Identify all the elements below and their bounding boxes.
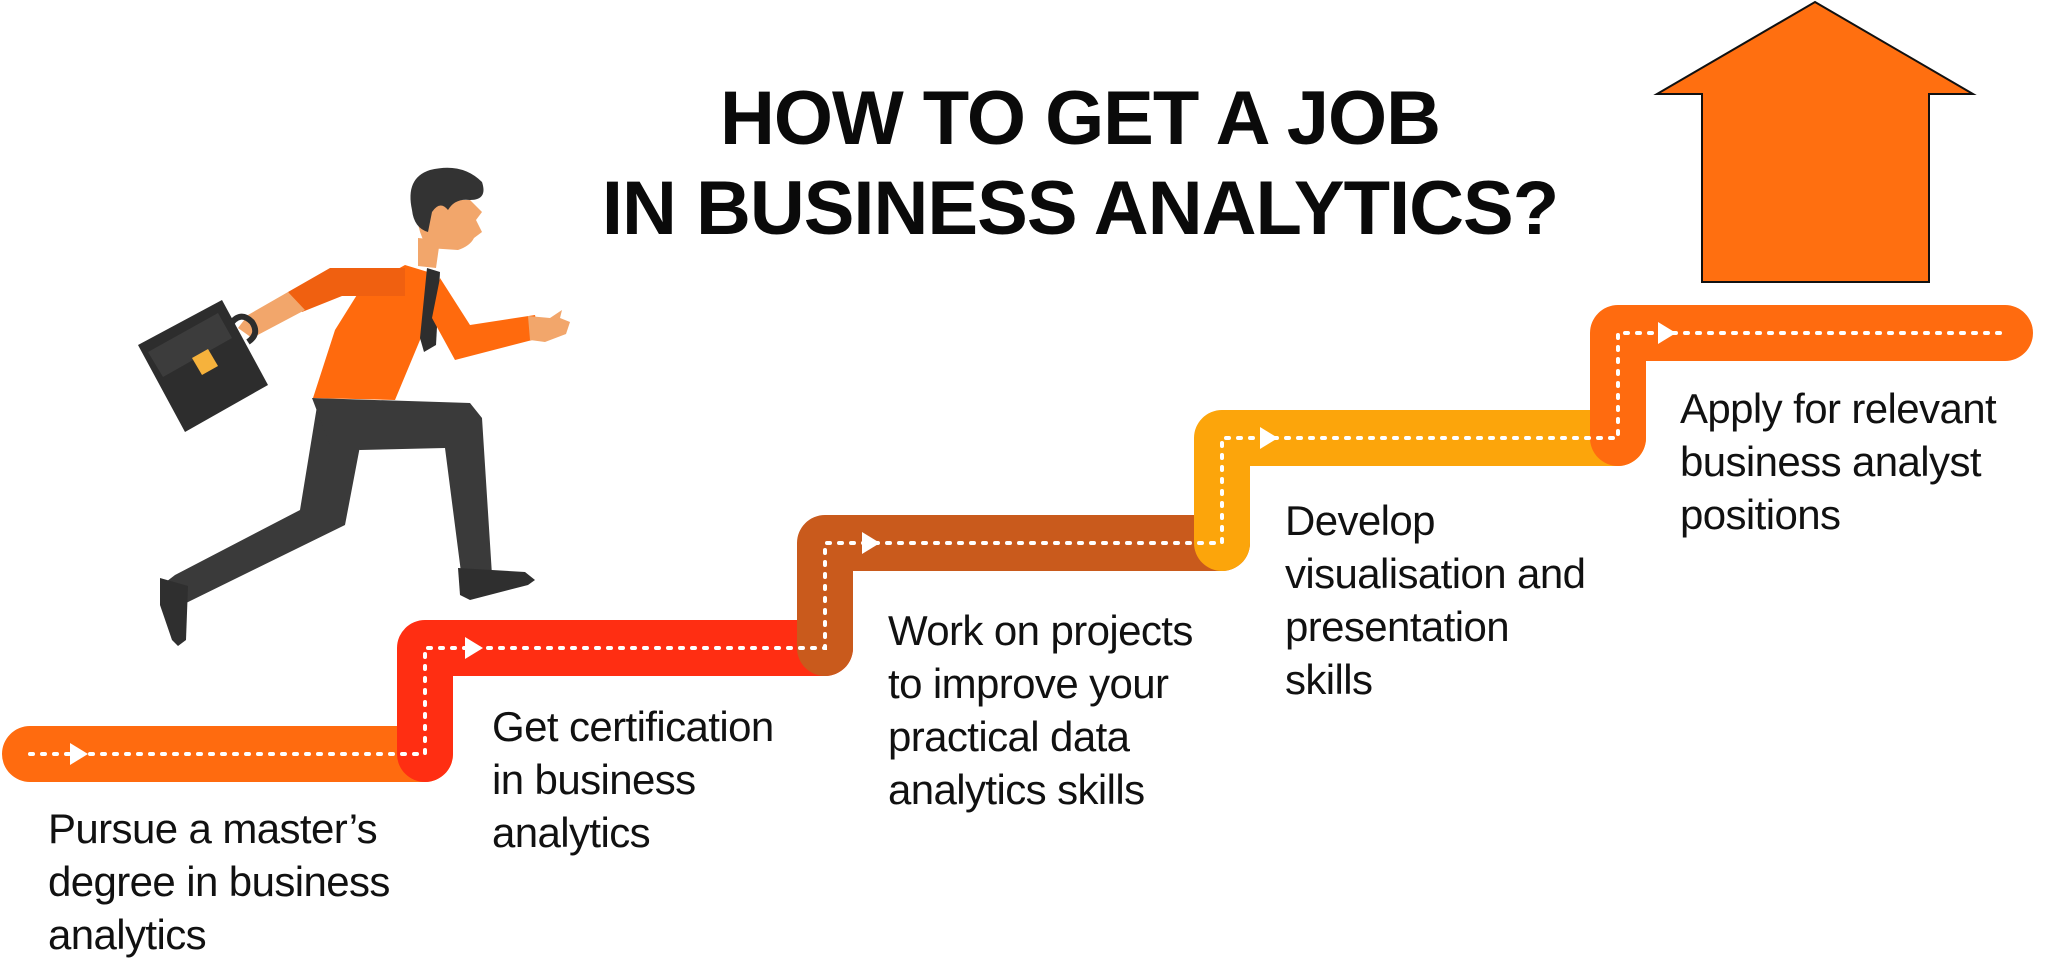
step-5-label: Apply for relevant business analyst posi… [1680, 382, 1997, 541]
step-2-label-line: analytics [492, 809, 651, 856]
step-4-label-line: presentation [1285, 603, 1510, 650]
step-3-label-line: analytics skills [888, 766, 1145, 813]
businessman-illustration [138, 167, 570, 646]
step-2-label-line: Get certification [492, 703, 774, 750]
step-1-label-line: analytics [48, 911, 207, 958]
step-5-label-line: business analyst [1680, 438, 1982, 485]
play-arrow-icon [465, 637, 483, 659]
step-3-label-line: Work on projects [888, 607, 1193, 654]
step-1-label: Pursue a master’s degree in business ana… [48, 802, 390, 961]
play-arrow-icon [70, 743, 88, 765]
play-arrow-icon [862, 532, 880, 554]
step-1-label-line: degree in business [48, 858, 390, 905]
step-5-label-line: Apply for relevant [1680, 385, 1997, 432]
step-4-label: Develop visualisation and presentation s… [1285, 494, 1586, 706]
dotted-trail [28, 331, 2007, 756]
briefcase-icon [138, 300, 268, 432]
step-4-label-line: skills [1285, 656, 1373, 703]
staircase-dotted-trail [28, 322, 2007, 765]
up-arrow-icon [1653, 0, 1977, 283]
step-4-label-line: visualisation and [1285, 550, 1586, 597]
step-3-label-line: to improve your [888, 660, 1169, 707]
stair-step-1 [2, 648, 453, 782]
page-title-line-2: IN BUSINESS ANALYTICS? [601, 166, 1559, 251]
play-arrow-icon [1260, 427, 1278, 449]
step-1-label-line: Pursue a master’s [48, 805, 378, 852]
play-arrow-icon [1658, 322, 1676, 344]
step-2-label-line: in business [492, 756, 696, 803]
step-3-label: Work on projects to improve your practic… [888, 604, 1193, 816]
step-3-label-line: practical data [888, 713, 1130, 760]
step-5-label-line: positions [1680, 491, 1841, 538]
page-title-line-1: HOW TO GET A JOB [719, 76, 1441, 161]
step-4-label-line: Develop [1285, 497, 1436, 544]
step-2-label: Get certification in business analytics [492, 700, 774, 859]
